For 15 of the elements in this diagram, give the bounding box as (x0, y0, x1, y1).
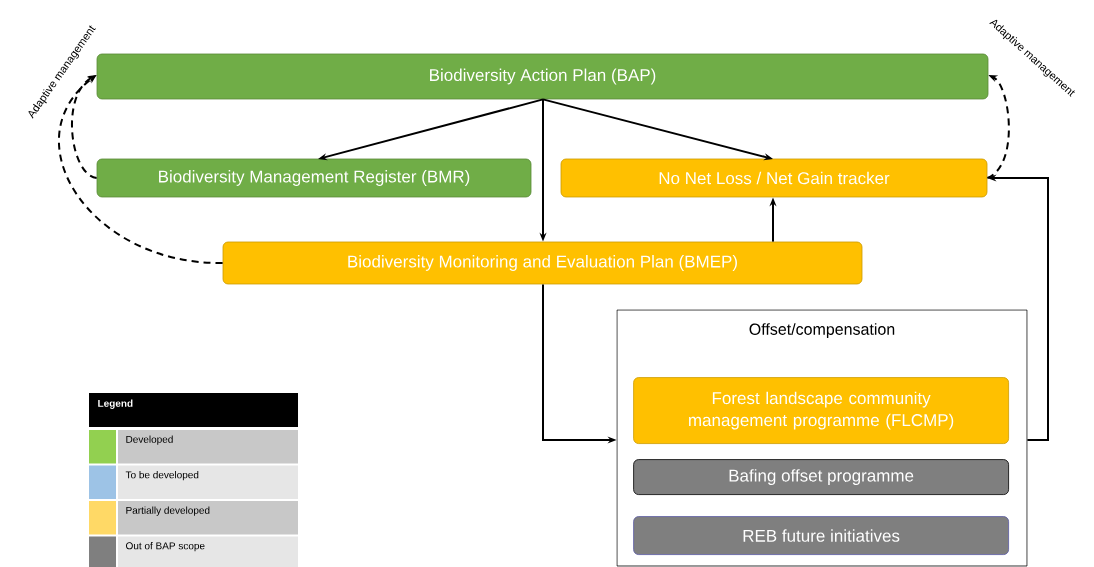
legend-row: Partially developed (118, 501, 298, 535)
programme-box: Forest landscape community management programme (FLCMP) (633, 377, 1009, 444)
register-box: Biodiversity Management Register (BMR) (96, 158, 532, 198)
tracker-box: No Net Loss / Net Gain tracker (560, 158, 988, 198)
programme-box: Bafing offset programme (633, 459, 1009, 495)
initiatives-box: REB future initiatives (633, 516, 1009, 555)
plan-box: Biodiversity Monitoring and Evaluation Plan (BMEP) (222, 241, 863, 285)
legend-row: To be developed (118, 465, 298, 499)
arrow (71, 75, 98, 179)
arrow (58, 75, 224, 264)
legend-row: Developed (118, 430, 298, 464)
legend-header: Legend (89, 393, 298, 427)
legend-row: Out of BAP scope (118, 536, 298, 567)
arrow (986, 75, 1010, 179)
plan-box: Biodiversity Action Plan (BAP) (96, 53, 989, 100)
